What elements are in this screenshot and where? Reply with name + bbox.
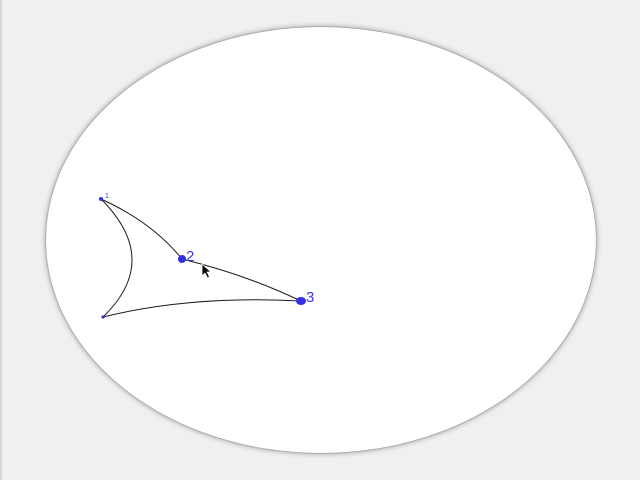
vertex-2[interactable] [178,255,186,263]
vertex-4[interactable] [101,315,105,319]
poincare-disk[interactable] [46,27,596,453]
arrow-cursor-icon [201,263,212,279]
vertex-3-label: 3 [306,289,314,306]
vertex-2-label: 2 [186,248,194,265]
vertex-1[interactable] [99,197,103,201]
vertex-3[interactable] [296,297,306,305]
edge-2-3 [181,258,302,302]
edge-1-2 [100,198,183,260]
edge-4-1 [100,198,133,318]
edge-3-4 [102,299,302,318]
vertex-1-label: 1 [105,193,109,200]
